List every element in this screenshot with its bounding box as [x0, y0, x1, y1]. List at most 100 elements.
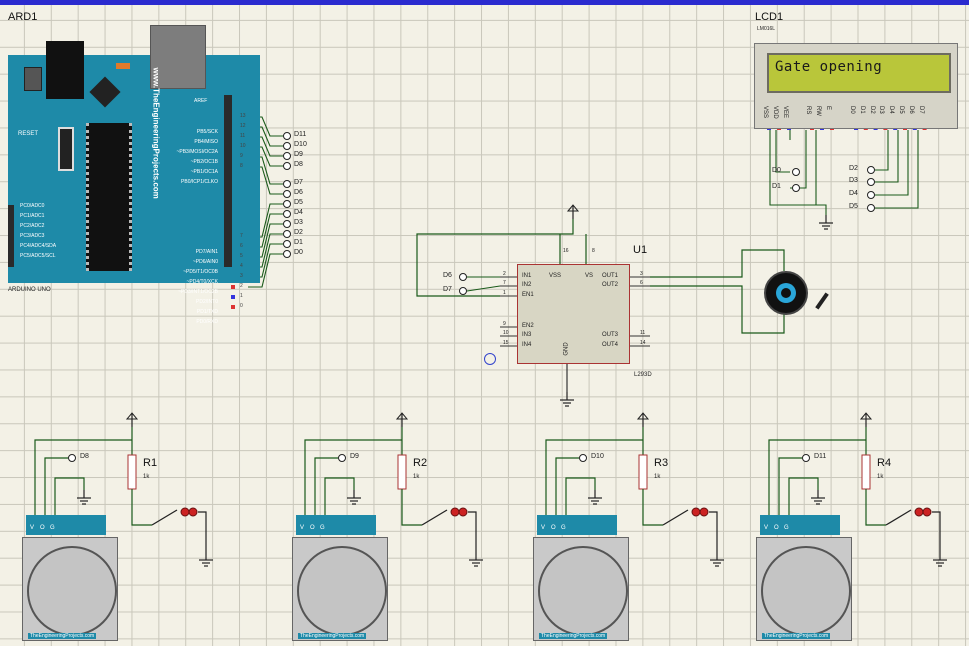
sensor-pin-label: G	[784, 525, 789, 531]
sensor-vcc-wire	[304, 439, 402, 515]
sensor-gnd-wire	[788, 477, 819, 515]
resistor-value: 1k	[654, 474, 661, 480]
switch-contact	[188, 507, 198, 517]
driver-pin-number: 2	[503, 271, 506, 277]
switch-wire	[709, 511, 718, 552]
lcd-pin-label: D1	[858, 106, 865, 114]
terminal-node	[283, 180, 291, 188]
l293d-chip[interactable]	[517, 264, 630, 364]
terminal-label: D2	[294, 229, 303, 236]
driver-vs-label: VS	[585, 273, 594, 279]
switch-contact	[450, 507, 460, 517]
sensor-terminal-label: D9	[350, 453, 359, 460]
resistor-label: R1	[143, 457, 158, 469]
lcd-pin-label: D5	[898, 106, 904, 114]
terminal-node	[338, 454, 346, 462]
driver-gnd-label: GND	[563, 342, 570, 356]
pin-number: 6	[240, 243, 243, 249]
terminal-node	[867, 204, 875, 212]
sensor-pin-label: O	[774, 525, 779, 531]
analog-pin-label: PC3/ADC3	[20, 233, 45, 239]
switch-wire	[468, 511, 477, 552]
switch-wire	[198, 511, 207, 552]
driver-left-pin-label: IN3	[522, 332, 532, 338]
terminal-label: D4	[294, 209, 303, 216]
lcd-data-wire	[875, 130, 909, 196]
sensor-out-wire	[44, 457, 68, 515]
dc-motor[interactable]	[764, 271, 808, 315]
driver-right-pin-label: OUT2	[602, 282, 619, 288]
lcd-screen	[767, 53, 951, 93]
driver-right-pin-label: OUT3	[602, 332, 619, 338]
resistor-wire	[401, 489, 422, 526]
switch-contact	[699, 507, 709, 517]
analog-pin-label: PC0/ADC0	[20, 203, 45, 209]
sensor-vcc-wire	[34, 439, 132, 515]
lcd-terminal-label: D1	[772, 183, 781, 190]
sensor-board	[760, 515, 840, 535]
driver-pin-number: 6	[640, 280, 643, 286]
crosshair-cursor-icon	[484, 353, 496, 365]
switch	[885, 509, 912, 526]
sensor-pin-label: O	[40, 525, 45, 531]
terminal-node	[802, 454, 810, 462]
resistor	[397, 454, 407, 490]
motor-wire	[650, 285, 785, 334]
sensor-vcc-wire	[545, 439, 643, 515]
digital-pin-label: ~PB3/MOSI/OC2A	[176, 149, 218, 155]
lcd-data-wire	[875, 130, 899, 183]
pin-number: 5	[240, 253, 243, 259]
terminal-node	[283, 240, 291, 248]
lcd-pin-label: VEE	[782, 106, 788, 119]
motor-wire	[650, 249, 785, 278]
terminal-label: D3	[294, 219, 303, 226]
sensor-pin-label: O	[551, 525, 556, 531]
resistor	[861, 454, 871, 490]
reset-button[interactable]	[24, 67, 42, 91]
resistor-wire	[865, 489, 886, 526]
vcc-symbol	[395, 412, 409, 420]
pin-number: 0	[240, 303, 243, 309]
lcd-pin-label: VSS	[762, 106, 768, 119]
arduino-wire	[248, 253, 283, 288]
sensor-lens	[538, 546, 628, 636]
power-jack	[46, 41, 84, 99]
digital-pin-label: ~PD5/T1/OC0B	[183, 269, 218, 275]
switch	[151, 509, 178, 526]
lcd-terminal-label: D5	[849, 203, 858, 210]
resistor-wire	[642, 489, 663, 526]
sensor-vcc-wire	[768, 439, 866, 515]
terminal-node	[283, 200, 291, 208]
lcd-pin-label: RS	[805, 106, 811, 115]
digital-pin-label: PD0/RXD	[196, 319, 218, 325]
driver-pin-number: 16	[563, 248, 569, 254]
switch	[662, 509, 689, 526]
sensor-terminal-label: D11	[814, 453, 827, 460]
lcd-text: Gate opening	[775, 59, 883, 75]
terminal-node	[283, 152, 291, 160]
lcd-pin-label: D7	[917, 106, 924, 114]
driver-pin-number: 1	[503, 290, 506, 296]
digital-header	[224, 95, 232, 267]
arduino-board[interactable]: RESET www.TheEngineeringProjects.com ARE…	[8, 25, 260, 325]
lcd-terminal-label: D3	[849, 177, 858, 184]
switch-contact	[922, 507, 932, 517]
pin-number: 9	[240, 153, 243, 159]
lcd-pin-label: D3	[878, 106, 885, 114]
digital-pin-label: ~PB2/OC1B	[190, 159, 218, 165]
driver-terminal-label: D6	[443, 272, 452, 279]
crystal	[58, 127, 74, 171]
lcd-terminal-label: D2	[849, 165, 858, 172]
analog-pin-label: PC1/ADC1	[20, 213, 45, 219]
driver-pin-number: 7	[503, 280, 506, 286]
pin-number: 12	[240, 123, 246, 129]
lcd-data-wire	[875, 130, 889, 171]
sensor-pin-label: O	[310, 525, 315, 531]
pin-number: 2	[240, 283, 243, 289]
